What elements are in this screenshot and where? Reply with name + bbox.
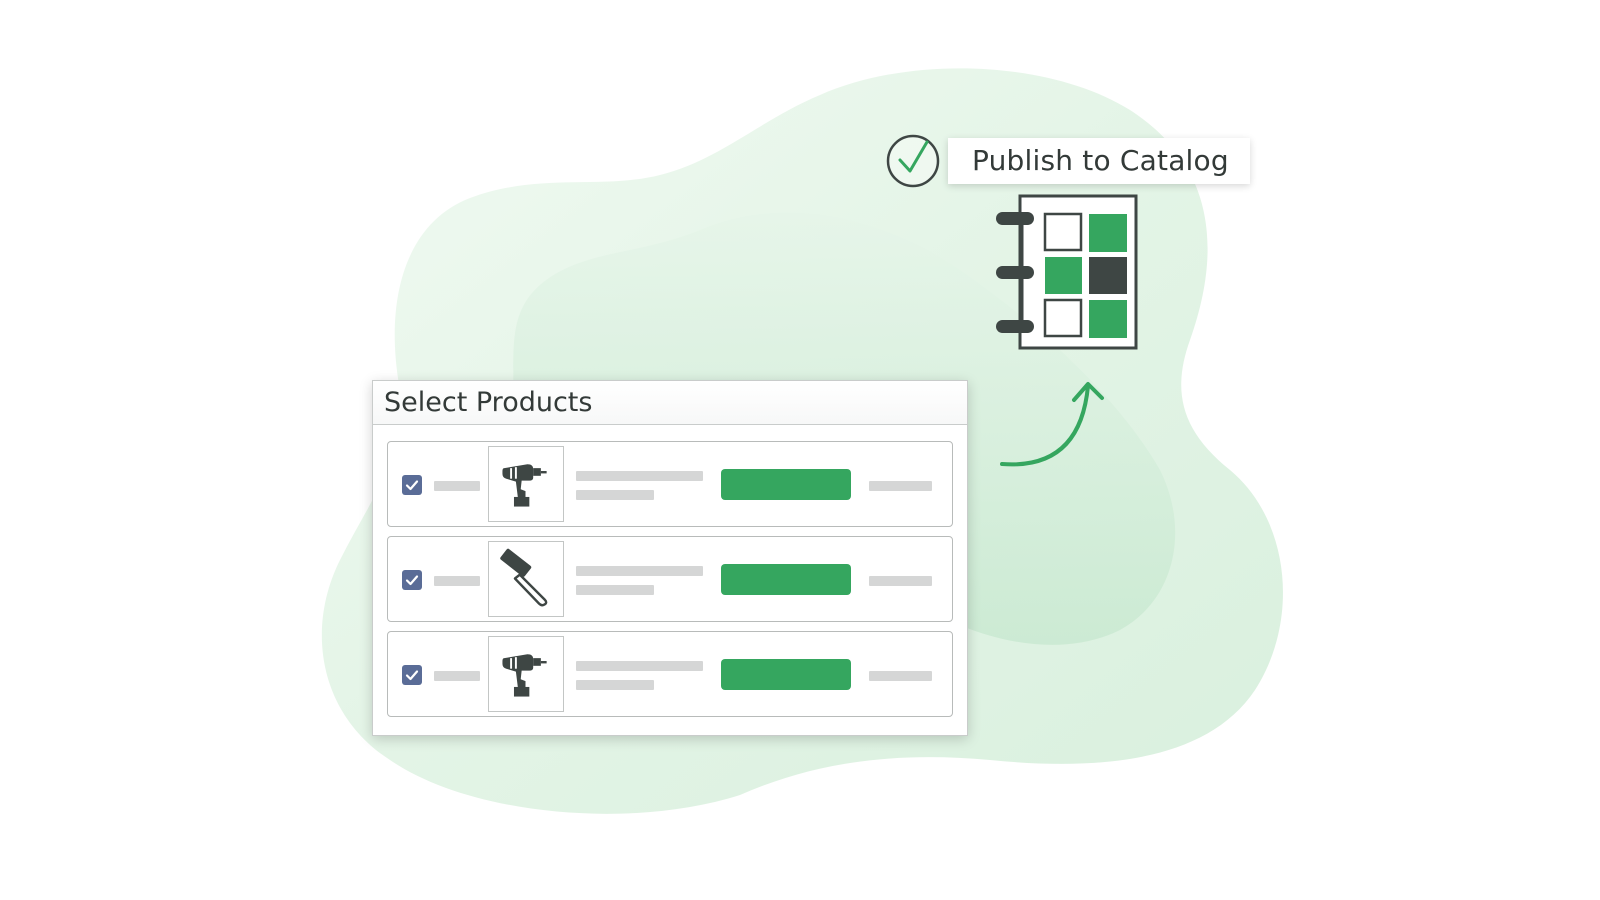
panel-title: Select Products [384, 387, 593, 418]
row-checkbox[interactable] [402, 665, 422, 685]
placeholder-title [576, 471, 703, 481]
select-products-panel: Select Products [372, 380, 968, 736]
drill-icon [502, 654, 547, 697]
hammer-icon [500, 548, 548, 607]
product-action-button[interactable] [721, 469, 851, 500]
checkmark-icon [405, 575, 419, 586]
placeholder-text [869, 481, 932, 491]
product-thumbnail [488, 636, 564, 712]
product-row[interactable] [387, 536, 953, 622]
placeholder-text [434, 671, 480, 681]
row-checkbox[interactable] [402, 570, 422, 590]
product-row[interactable] [387, 631, 953, 717]
placeholder-subtitle [576, 680, 654, 690]
product-thumbnail [488, 446, 564, 522]
panel-header: Select Products [373, 381, 967, 425]
product-action-button[interactable] [721, 564, 851, 595]
row-checkbox[interactable] [402, 475, 422, 495]
checkmark-circle-icon [886, 134, 940, 188]
placeholder-text [869, 671, 932, 681]
placeholder-text [434, 576, 480, 586]
placeholder-text [869, 576, 932, 586]
placeholder-subtitle [576, 585, 654, 595]
product-row[interactable] [387, 441, 953, 527]
drill-icon [502, 464, 547, 507]
placeholder-title [576, 661, 703, 671]
product-action-button[interactable] [721, 659, 851, 690]
publish-to-catalog-label[interactable]: Publish to Catalog [948, 138, 1250, 184]
catalog-binder-icon [996, 194, 1138, 350]
checkmark-icon [405, 670, 419, 681]
placeholder-text [434, 481, 480, 491]
placeholder-title [576, 566, 703, 576]
product-thumbnail [488, 541, 564, 617]
checkmark-icon [405, 480, 419, 491]
placeholder-subtitle [576, 490, 654, 500]
curved-arrow-icon [1000, 382, 1104, 467]
